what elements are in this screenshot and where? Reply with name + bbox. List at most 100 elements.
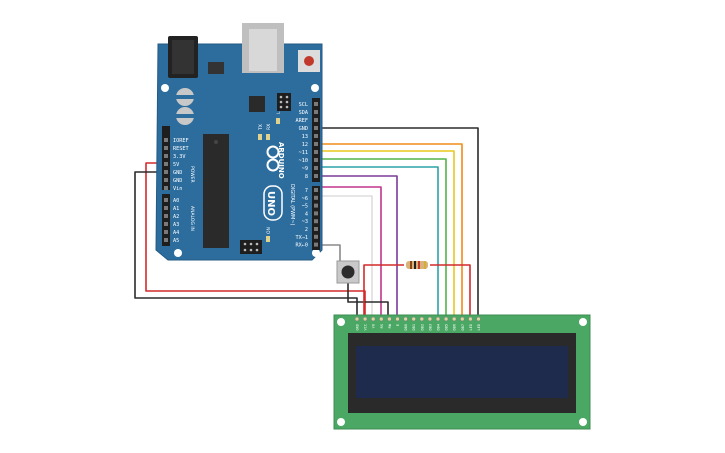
lcd-pin-label: DB3 bbox=[428, 324, 432, 331]
header-pin bbox=[164, 186, 168, 190]
pin-label: ~6 bbox=[302, 196, 308, 202]
wire-5v bbox=[145, 162, 366, 318]
header-pin bbox=[164, 170, 168, 174]
pin-label: SCL bbox=[299, 102, 308, 108]
header-pin bbox=[164, 214, 168, 218]
header-pin bbox=[314, 242, 318, 247]
pin-label: AREF bbox=[296, 118, 309, 124]
led-label-l: L bbox=[276, 111, 282, 114]
header-pin bbox=[314, 110, 318, 114]
header-pin bbox=[164, 222, 168, 226]
pin-label: GND bbox=[173, 178, 182, 184]
header-pin bbox=[164, 146, 168, 150]
lcd-pin-label: DB1 bbox=[412, 324, 416, 331]
wire-d10 bbox=[322, 158, 447, 318]
lcd-pin-label: LED bbox=[477, 324, 481, 331]
lcd-pin bbox=[362, 316, 368, 322]
pin-label: 8 bbox=[305, 174, 308, 180]
header-pin bbox=[314, 158, 318, 162]
resistor-icon bbox=[406, 261, 428, 269]
lcd-pin-label: DB2 bbox=[420, 324, 424, 331]
arduino-logo: ARDUINO UNO bbox=[263, 142, 285, 221]
lcd-pin bbox=[387, 316, 392, 322]
lcd-pin-label: GND bbox=[356, 324, 360, 331]
header-pin bbox=[164, 206, 168, 210]
pin-label: ~9 bbox=[302, 166, 308, 172]
lcd-pin-label: V0 bbox=[372, 324, 376, 328]
pin-label: 2 bbox=[305, 227, 308, 233]
header-pin bbox=[314, 188, 318, 192]
pin-label: IOREF bbox=[173, 138, 189, 144]
brand-text: ARDUINO bbox=[277, 142, 285, 179]
reset-button-icon[interactable] bbox=[298, 50, 320, 72]
lcd-pin bbox=[460, 316, 465, 322]
icsp-header bbox=[277, 93, 291, 111]
led-label-tx: TX bbox=[258, 124, 264, 131]
header-pin bbox=[314, 219, 318, 224]
pin-label: A4 bbox=[173, 230, 179, 236]
digital-section-label: DIGITAL (PWM~) bbox=[289, 184, 295, 226]
left-pins bbox=[164, 138, 168, 242]
pin-label: 13 bbox=[302, 134, 308, 140]
header-pin bbox=[314, 211, 318, 216]
wire-resistor-right bbox=[430, 264, 471, 318]
header-pin bbox=[314, 118, 318, 122]
pin-label: 5V bbox=[173, 162, 179, 168]
wire-gnd-left bbox=[134, 171, 358, 318]
header-pin bbox=[314, 142, 318, 146]
header-pin bbox=[164, 162, 168, 166]
lcd-pin bbox=[451, 316, 457, 322]
header-pin bbox=[314, 134, 318, 138]
power-section-label: POWER bbox=[189, 166, 195, 183]
digital-header-top bbox=[312, 98, 320, 182]
pin-label: GND bbox=[299, 126, 308, 132]
lcd-pin bbox=[435, 316, 441, 322]
lcd-pin bbox=[476, 316, 481, 322]
pin-label: A3 bbox=[173, 222, 179, 228]
pin-label: SDA bbox=[299, 110, 309, 116]
wire-d11 bbox=[322, 150, 455, 318]
pin-label: A5 bbox=[173, 238, 179, 244]
lcd-pin-label: DB5 bbox=[445, 324, 449, 331]
on-label: ON bbox=[266, 227, 272, 234]
header-pin bbox=[314, 150, 318, 154]
header-pin bbox=[164, 154, 168, 158]
pin-label: GND bbox=[173, 170, 182, 176]
header-pin bbox=[314, 203, 318, 208]
wire-d6 bbox=[322, 195, 373, 318]
mount-hole bbox=[579, 318, 587, 326]
lcd-pin bbox=[419, 316, 425, 322]
mount-hole bbox=[311, 84, 319, 92]
header-pin bbox=[164, 230, 168, 234]
pin-label: ~11 bbox=[299, 150, 308, 156]
lcd-pin-label: RW bbox=[388, 323, 392, 328]
led-label-rx: RX bbox=[266, 124, 272, 130]
lcd-pins bbox=[354, 316, 481, 322]
lcd-pin-label: VCC bbox=[364, 324, 368, 331]
lcd-pin bbox=[468, 316, 473, 322]
mount-hole bbox=[579, 418, 587, 426]
pin-label: ~3 bbox=[302, 219, 308, 225]
lcd-pin bbox=[379, 316, 384, 322]
lcd-pin bbox=[403, 316, 408, 322]
pin-label: A1 bbox=[173, 206, 179, 212]
header-pin bbox=[314, 227, 318, 231]
header-pin bbox=[164, 198, 168, 202]
pushbutton-icon[interactable] bbox=[336, 260, 360, 284]
icsp-header-bottom bbox=[240, 240, 262, 254]
mount-hole bbox=[312, 249, 320, 257]
pin-label: 12 bbox=[302, 142, 308, 148]
lcd-pin bbox=[443, 316, 449, 322]
usb-chip bbox=[249, 96, 265, 112]
mount-hole bbox=[337, 418, 345, 426]
arduino-board: TX RX L ON ARDUINO UNO SCL SDA AREF GND 13 12… bbox=[155, 23, 323, 261]
lcd-pin bbox=[370, 316, 376, 322]
lcd-pin-label: DB4 bbox=[437, 324, 441, 331]
wire-gnd-lcd bbox=[322, 127, 479, 318]
mount-hole bbox=[337, 318, 345, 326]
analog-header bbox=[162, 194, 170, 246]
